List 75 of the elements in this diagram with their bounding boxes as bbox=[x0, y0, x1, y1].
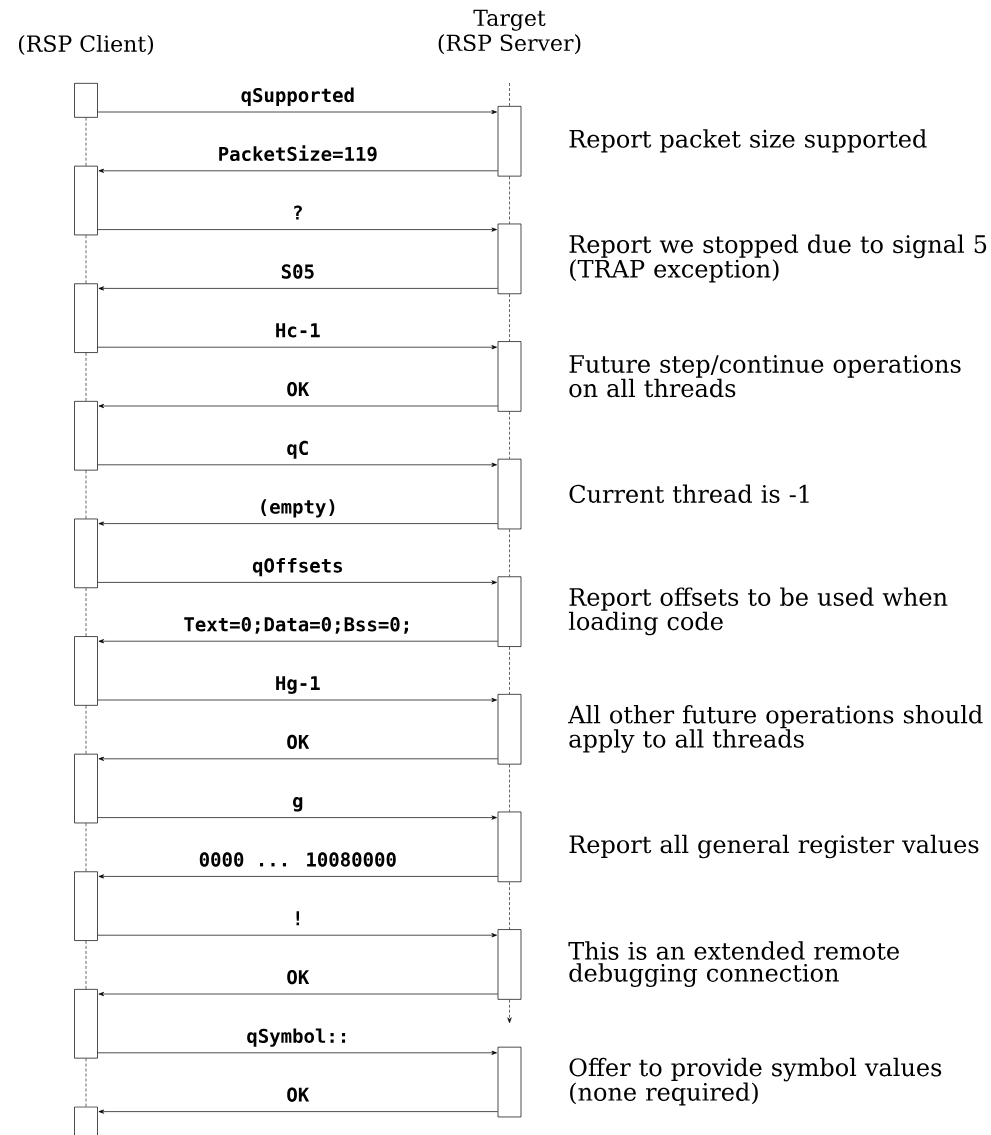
lifeline bbox=[85, 1058, 87, 1107]
message-arrow bbox=[98, 521, 498, 526]
lifeline bbox=[507, 999, 512, 1024]
description-text: Current thread is -1 bbox=[569, 484, 809, 503]
activation-box bbox=[74, 1106, 98, 1135]
lifeline bbox=[509, 293, 510, 342]
activation-box bbox=[74, 871, 98, 941]
activation-box bbox=[74, 753, 98, 824]
message-arrow bbox=[98, 756, 498, 761]
lifeline bbox=[509, 881, 510, 930]
lifeline bbox=[85, 940, 87, 990]
message-arrow bbox=[97, 345, 497, 350]
message-arrow bbox=[98, 874, 498, 879]
message-label: qC bbox=[285, 439, 311, 460]
activation-box bbox=[74, 989, 98, 1059]
lifeline bbox=[509, 529, 510, 577]
message-arrow bbox=[97, 815, 497, 820]
lifeline bbox=[85, 235, 87, 284]
message-label: qOffsets bbox=[251, 556, 345, 578]
lifeline bbox=[85, 117, 87, 167]
lifeline bbox=[509, 82, 510, 107]
message-label: PacketSize=119 bbox=[216, 144, 379, 163]
description-text: Report we stopped due to signal 5 (TRAP exception) bbox=[569, 234, 987, 283]
message-label: OK bbox=[285, 968, 311, 986]
message-arrow bbox=[97, 933, 497, 938]
lifeline bbox=[509, 764, 510, 812]
activation-box bbox=[74, 518, 98, 589]
message-arrow bbox=[97, 462, 497, 467]
description-text: Offer to provide symbol values (none required) bbox=[569, 1057, 942, 1106]
message-label: OK bbox=[285, 1086, 311, 1103]
message-label: 0000 ... 10080000 bbox=[197, 851, 398, 868]
activation-box bbox=[74, 401, 98, 471]
message-arrow bbox=[97, 109, 497, 115]
activation-box bbox=[74, 83, 98, 118]
participant-label: (RSP Client) bbox=[19, 34, 153, 56]
message-label: Hc-1 bbox=[273, 322, 322, 339]
lifeline bbox=[85, 352, 87, 402]
message-arrow bbox=[97, 227, 497, 232]
lifeline bbox=[509, 411, 510, 460]
message-label: Text=0;Data=0;Bss=0; bbox=[182, 616, 414, 635]
lifeline bbox=[85, 587, 87, 637]
message-arrow bbox=[98, 1109, 498, 1114]
lifeline bbox=[509, 646, 510, 695]
message-arrow bbox=[98, 168, 498, 173]
message-arrow bbox=[97, 1050, 497, 1055]
message-label: (empty) bbox=[256, 498, 339, 519]
message-arrow bbox=[97, 697, 497, 703]
message-label: qSymbol:: bbox=[245, 1027, 351, 1048]
lifeline bbox=[85, 705, 87, 755]
lifeline bbox=[509, 176, 510, 224]
description-text: This is an extended remote debugging connection bbox=[568, 941, 899, 987]
activation-box bbox=[74, 165, 98, 236]
description-text: Report all general register values bbox=[569, 834, 979, 859]
message-arrow bbox=[98, 286, 498, 291]
message-label: OK bbox=[285, 380, 311, 398]
description-text: Report offsets to be used when loading code bbox=[568, 587, 948, 636]
message-label: qSupported bbox=[239, 86, 356, 107]
message-label: ? bbox=[291, 204, 305, 221]
message-arrow bbox=[97, 580, 497, 585]
message-arrow bbox=[98, 991, 498, 997]
lifeline bbox=[85, 470, 87, 519]
message-arrow bbox=[98, 403, 498, 409]
message-label: g bbox=[291, 795, 305, 813]
description-text: Future step/continue operations on all threads bbox=[569, 355, 961, 398]
message-arrow bbox=[98, 639, 498, 644]
lifeline bbox=[85, 823, 87, 872]
message-label: OK bbox=[285, 733, 311, 751]
description-text: Report packet size supported bbox=[569, 129, 927, 153]
message-label: S05 bbox=[279, 263, 316, 280]
participant-label: Target (RSP Server) bbox=[438, 9, 581, 55]
message-label: Hg-1 bbox=[273, 675, 322, 695]
description-text: All other future operations should apply to all threads bbox=[568, 705, 983, 753]
activation-box bbox=[74, 636, 98, 706]
message-label: ! bbox=[291, 910, 305, 927]
activation-box bbox=[74, 283, 98, 353]
